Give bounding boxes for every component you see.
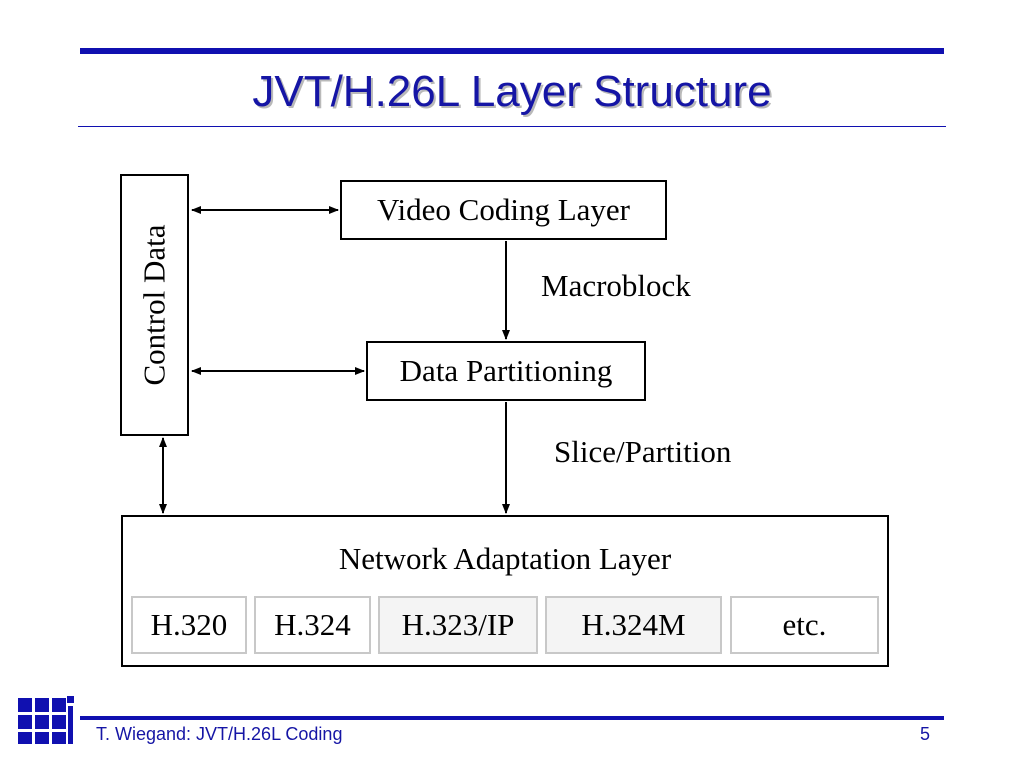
slice-partition-label: Slice/Partition xyxy=(554,434,732,469)
network-adaptation-layer-label: Network Adaptation Layer xyxy=(338,541,672,576)
university-logo-icon xyxy=(18,696,74,744)
page-number: 5 xyxy=(919,724,930,744)
footer-text: T. Wiegand: JVT/H.26L Coding xyxy=(96,724,343,744)
protocol-etc: etc. xyxy=(730,596,879,654)
macroblock-label: Macroblock xyxy=(541,268,691,303)
video-coding-layer-box: Video Coding Layer xyxy=(340,180,667,240)
protocol-h320: H.320 xyxy=(131,596,247,654)
protocol-h324m: H.324M xyxy=(545,596,722,654)
video-coding-layer-label: Video Coding Layer xyxy=(377,192,630,227)
title-bottom-rule xyxy=(78,126,946,127)
title-top-rule xyxy=(80,48,944,54)
data-partitioning-label: Data Partitioning xyxy=(399,353,613,388)
data-partitioning-box: Data Partitioning xyxy=(366,341,646,401)
slide-title: JVT/H.26L Layer Structure xyxy=(252,67,772,116)
footer-rule xyxy=(80,716,944,720)
control-data-box: Control Data xyxy=(120,174,189,436)
protocol-h323-ip: H.323/IP xyxy=(378,596,538,654)
protocol-h324: H.324 xyxy=(254,596,371,654)
